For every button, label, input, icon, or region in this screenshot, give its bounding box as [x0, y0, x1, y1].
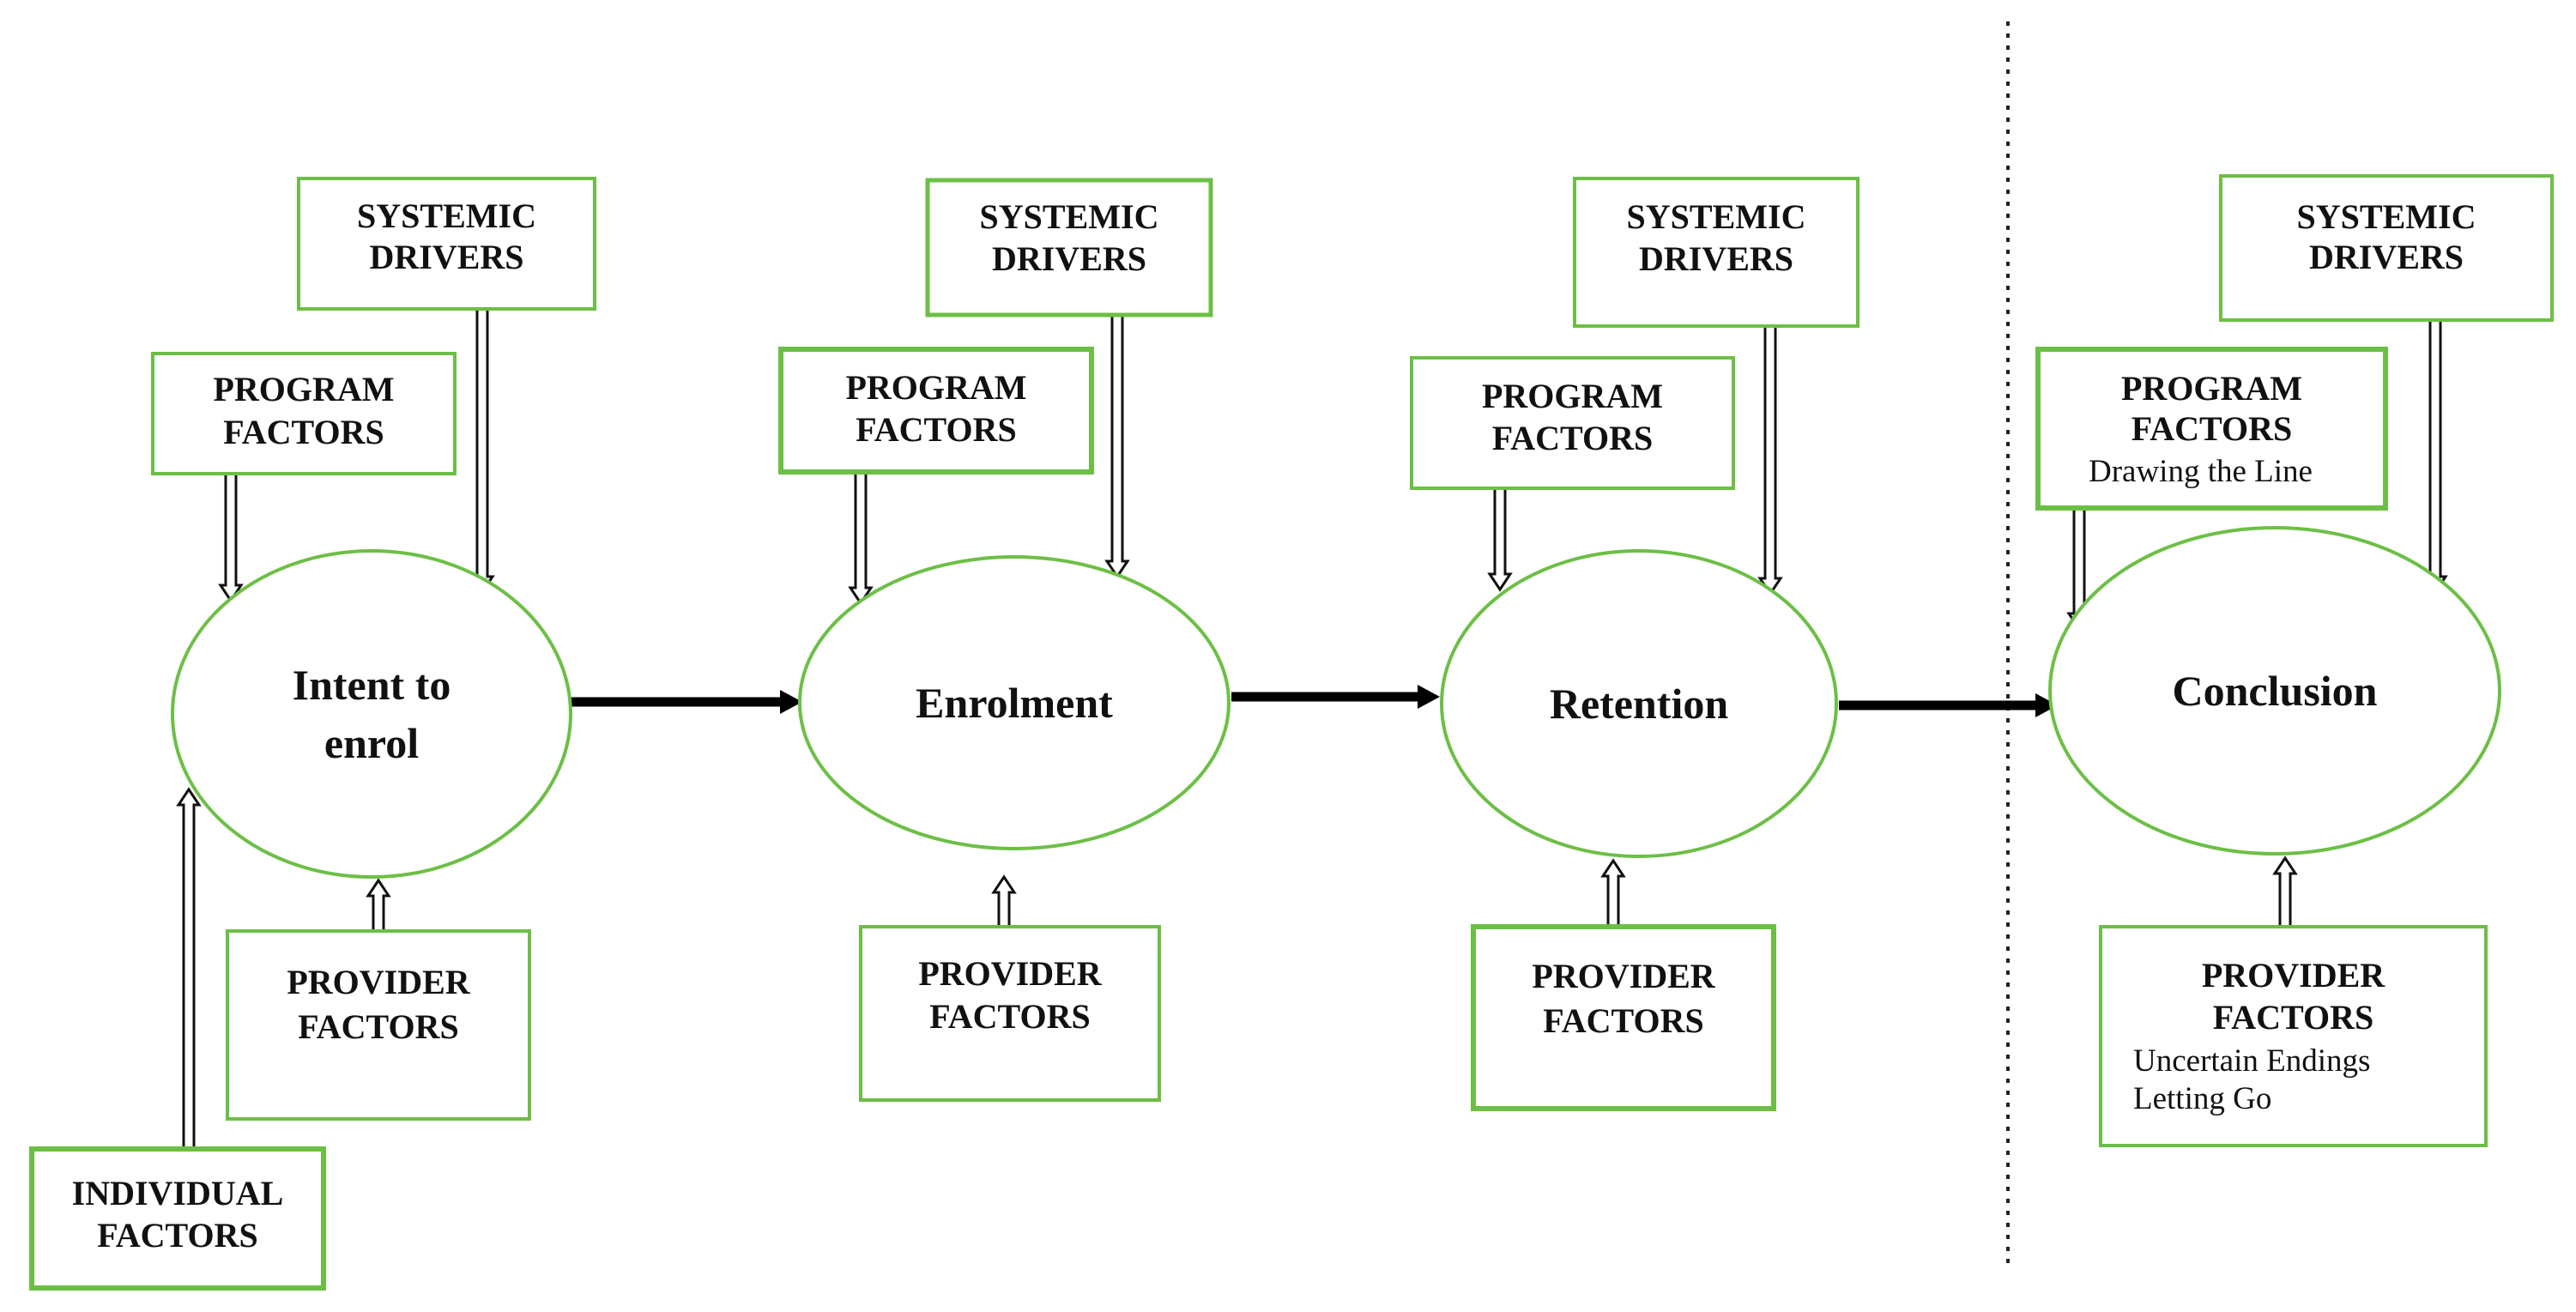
enrolment-program-arrow	[848, 474, 874, 606]
factor-box-label: FACTORS	[1543, 1001, 1703, 1040]
retention-provider-box: PROVIDER FACTORS	[1471, 924, 1776, 1111]
stage-intent: Intent to enrol	[171, 549, 572, 879]
factor-box-label: PROGRAM	[2121, 369, 2302, 408]
enrolment-provider-box: PROVIDER FACTORS	[859, 925, 1161, 1102]
factor-box-label: PROGRAM	[1482, 377, 1663, 415]
factor-box-frame	[1573, 177, 1859, 328]
factor-box-frame	[778, 347, 1094, 475]
stage-label: Retention	[1550, 680, 1728, 728]
factor-box-label: DRIVERS	[369, 238, 523, 276]
stage-label: Intent to	[293, 661, 451, 709]
intent-individual-box: INDIVIDUAL FACTORS	[29, 1146, 326, 1291]
flow-arrow-retention-to-conclusion	[1839, 693, 2058, 717]
intent-provider-arrow	[366, 878, 391, 929]
factor-box-label: DRIVERS	[1639, 239, 1793, 278]
factor-box-frame	[925, 178, 1213, 317]
intent-program-arrow	[218, 474, 244, 603]
factor-box-note: Uncertain Endings	[2133, 1043, 2370, 1079]
stage-enrolment: Enrolment	[798, 555, 1231, 850]
factor-box-label: PROGRAM	[213, 370, 394, 408]
stage-ellipse	[1440, 549, 1838, 858]
factor-box-label: FACTORS	[97, 1216, 257, 1255]
factor-box-label: PROVIDER	[287, 963, 470, 1001]
factor-box-frame	[151, 352, 457, 475]
retention-provider-arrow	[1600, 858, 1626, 925]
retention-systemic-arrow	[1757, 324, 1783, 596]
factor-box-label: SYSTEMIC	[1627, 197, 1806, 236]
stage-conclusion: Conclusion	[2048, 526, 2501, 856]
factor-box-label: FACTORS	[929, 997, 1090, 1036]
factor-box-label: FACTORS	[223, 413, 384, 451]
flow-arrow-enrolment-to-retention	[1231, 685, 1440, 709]
stage-ellipse	[2048, 526, 2501, 856]
factor-box-label: FACTORS	[1492, 419, 1653, 457]
factor-box-label: FACTORS	[2213, 998, 2373, 1037]
factor-box-frame	[2035, 347, 2388, 511]
factor-box-label: PROVIDER	[918, 954, 1102, 993]
factor-box-label: PROVIDER	[1532, 957, 1715, 995]
stage-label: enrol	[324, 719, 419, 767]
factor-box-label: FACTORS	[2132, 409, 2292, 448]
factor-box-frame	[2099, 925, 2488, 1147]
factor-box-frame	[29, 1146, 326, 1291]
stage-ellipse	[798, 555, 1231, 850]
stage-ellipse	[171, 549, 572, 879]
factor-box-label: SYSTEMIC	[2297, 197, 2476, 236]
factor-box-frame	[297, 177, 596, 311]
factor-box-frame	[859, 925, 1161, 1102]
intent-provider-box: PROVIDER FACTORS	[226, 929, 531, 1121]
factor-box-label: DRIVERS	[2309, 238, 2464, 276]
factor-box-label: SYSTEMIC	[980, 197, 1159, 236]
stage-retention: Retention	[1440, 549, 1838, 858]
intent-program-box: PROGRAM FACTORS	[151, 352, 457, 475]
factor-box-label: PROVIDER	[2202, 956, 2386, 995]
conclusion-systemic-arrow	[2422, 320, 2448, 595]
factor-box-label: PROGRAM	[845, 368, 1026, 407]
retention-program-box: PROGRAM FACTORS	[1410, 356, 1735, 490]
factor-box-frame	[226, 929, 531, 1121]
factor-box-label: FACTORS	[856, 410, 1016, 449]
flow-arrow-intent-to-enrolment	[571, 690, 802, 714]
intent-systemic-arrow	[469, 309, 495, 595]
factor-box-frame	[1410, 356, 1735, 490]
factor-box-label: SYSTEMIC	[357, 196, 536, 235]
factor-box-label: FACTORS	[298, 1007, 458, 1046]
stage-label: Conclusion	[2173, 667, 2378, 715]
conclusion-provider-arrow	[2272, 856, 2298, 925]
factor-box-label: DRIVERS	[992, 239, 1146, 278]
factor-box-note: Letting Go	[2133, 1081, 2271, 1116]
retention-program-arrow	[1487, 487, 1513, 592]
factor-box-note: Drawing the Line	[2089, 454, 2313, 489]
stage-label: Enrolment	[916, 679, 1113, 727]
factor-box-label: INDIVIDUAL	[72, 1174, 284, 1212]
factor-box-frame	[2219, 174, 2554, 322]
intent-individual-arrow	[176, 787, 202, 1147]
enrolment-systemic-arrow	[1104, 315, 1130, 579]
enrolment-provider-arrow	[991, 874, 1017, 925]
factor-box-frame	[1471, 924, 1776, 1111]
